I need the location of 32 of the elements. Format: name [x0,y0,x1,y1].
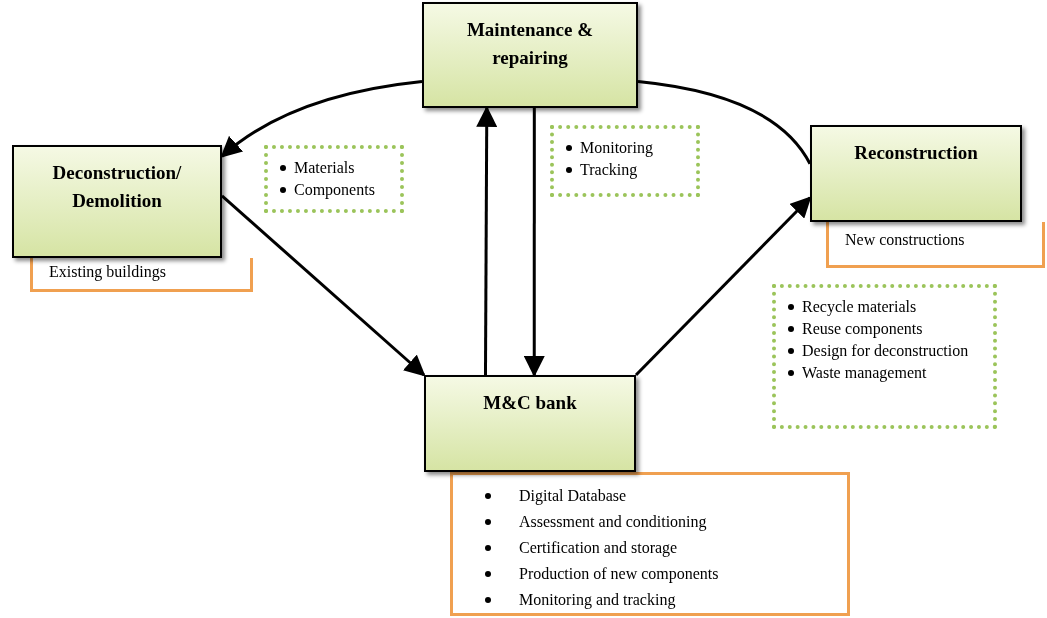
annotation-box [772,284,997,429]
annotation-box [264,145,404,213]
note-box [30,258,253,292]
note-text: New constructions [845,230,966,250]
box-title: Reconstruction [854,141,978,165]
process-box [424,375,636,472]
arrow [221,194,426,377]
bullet-text: Materials [294,158,355,178]
bullet-text: Tracking [580,160,638,181]
process-box [12,145,222,258]
box-title: Deconstruction/ Demolition [51,161,183,213]
bullet-text: Assessment and conditioning [519,512,707,533]
note-box [826,222,1045,268]
process-box [810,125,1022,222]
bullet-text: Monitoring and tracking [519,590,676,611]
arrow [523,108,545,378]
bullet-text: Waste management [802,363,927,384]
process-box [422,2,638,108]
bullet-text: Production of new components [519,564,719,585]
bullet-text: Recycle materials [802,297,917,318]
box-title: M&C bank [483,391,577,415]
bullet-text: Certification and storage [519,538,678,559]
arrow [634,196,812,377]
box-title: Maintenance & repairing [465,18,595,70]
bullet-text: Components [294,180,375,201]
annotation-box [550,125,700,197]
note-text: Existing buildings [49,262,167,282]
bullet-text: Monitoring [580,138,653,159]
bullet-text: Digital Database [519,486,627,507]
bullet-text: Design for deconstruction [802,341,969,362]
note-box [450,472,850,616]
bullet-text: Reuse components [802,319,923,340]
